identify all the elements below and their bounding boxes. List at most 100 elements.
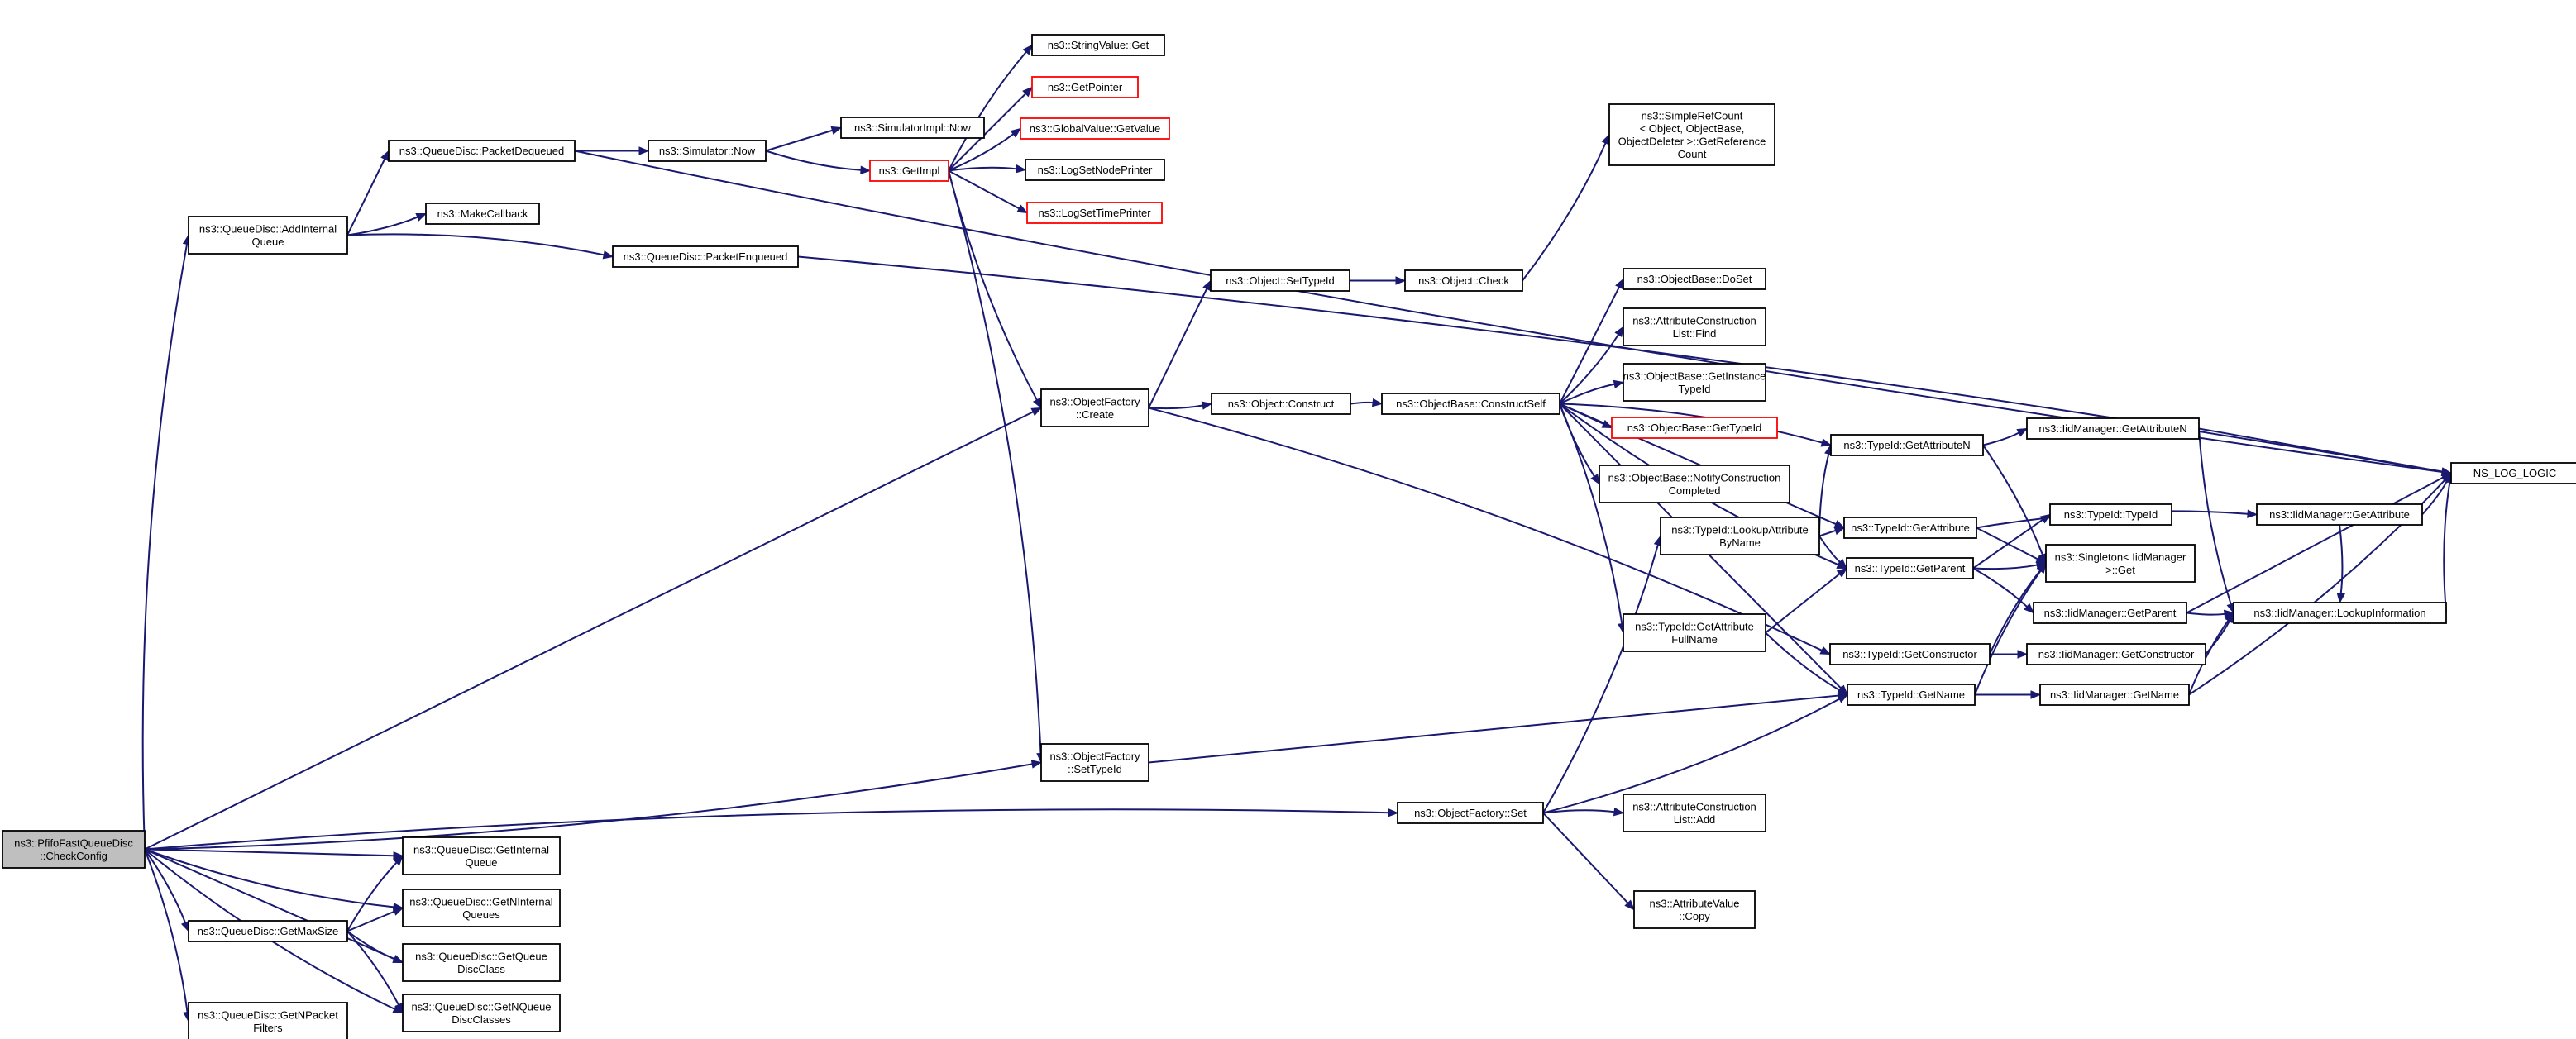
edge-addInternalQueue-to-packetEnqueued bbox=[346, 233, 614, 260]
node-stringValueGet[interactable]: ns3::StringValue::Get bbox=[1031, 34, 1165, 56]
node-typeIdGetAttribute[interactable]: ns3::TypeId::GetAttribute bbox=[1843, 517, 1977, 539]
node-label: ::Create bbox=[1076, 408, 1114, 421]
node-label: ns3::TypeId::LookupAttribute bbox=[1671, 523, 1809, 536]
node-box bbox=[425, 203, 540, 225]
node-iidGetConstructor[interactable]: ns3::IidManager::GetConstructor bbox=[2026, 643, 2206, 665]
node-objectFactorySet[interactable]: ns3::ObjectFactory::Set bbox=[1397, 802, 1544, 824]
node-logSetNodePrinter[interactable]: ns3::LogSetNodePrinter bbox=[1025, 159, 1165, 181]
node-label: ns3::IidManager::GetConstructor bbox=[2038, 648, 2195, 660]
node-box bbox=[1026, 202, 1163, 224]
node-box bbox=[388, 140, 576, 162]
node-label: ns3::Singleton< IidManager bbox=[2055, 550, 2186, 563]
node-box bbox=[1031, 76, 1139, 98]
node-root[interactable]: ns3::PfifoFastQueueDisc::CheckConfig bbox=[2, 830, 146, 869]
node-label: ns3::ObjectBase::ConstructSelf bbox=[1396, 398, 1546, 410]
node-iidGetAttribute[interactable]: ns3::IidManager::GetAttribute bbox=[2256, 503, 2423, 526]
node-box bbox=[2033, 602, 2187, 624]
node-label: TypeId bbox=[1678, 383, 1710, 395]
node-box bbox=[612, 245, 799, 268]
node-label: ns3::IidManager::LookupInformation bbox=[2253, 607, 2425, 619]
node-typeIdGetName[interactable]: ns3::TypeId::GetName bbox=[1847, 684, 1976, 706]
node-iidGetAttributeN[interactable]: ns3::IidManager::GetAttributeN bbox=[2026, 417, 2200, 440]
node-iidGetName[interactable]: ns3::IidManager::GetName bbox=[2039, 684, 2190, 706]
node-label: ns3::Simulator::Now bbox=[659, 145, 756, 157]
edge-root-to-objectFactoryCreate bbox=[144, 407, 1043, 851]
node-getPointer[interactable]: ns3::GetPointer bbox=[1031, 76, 1139, 98]
node-logSetTimePrinter[interactable]: ns3::LogSetTimePrinter bbox=[1026, 202, 1163, 224]
node-globalValueGetValue[interactable]: ns3::GlobalValue::GetValue bbox=[1020, 117, 1170, 140]
node-attributeValueCopy[interactable]: ns3::AttributeValue::Copy bbox=[1633, 890, 1756, 929]
node-typeIdGetParent[interactable]: ns3::TypeId::GetParent bbox=[1846, 557, 1974, 579]
edge-root-to-objectFactorySet bbox=[144, 808, 1399, 851]
node-box bbox=[1623, 268, 1766, 290]
edge-typeIdGetConstructor-to-iidGetConstructor bbox=[1990, 650, 2029, 659]
node-label: ns3::GlobalValue::GetValue bbox=[1030, 122, 1161, 135]
node-objectSetTypeId[interactable]: ns3::Object::SetTypeId bbox=[1210, 269, 1350, 292]
node-box bbox=[1040, 388, 1149, 427]
node-label: ns3::QueueDisc::GetQueue bbox=[415, 950, 547, 962]
node-objectBaseGetTypeId[interactable]: ns3::ObjectBase::GetTypeId bbox=[1611, 417, 1778, 439]
node-iidGetParent[interactable]: ns3::IidManager::GetParent bbox=[2033, 602, 2187, 624]
node-simulatorImplNow[interactable]: ns3::SimulatorImpl::Now bbox=[840, 117, 985, 139]
node-getImpl[interactable]: ns3::GetImpl bbox=[869, 160, 949, 182]
node-getMaxSize[interactable]: ns3::QueueDisc::GetMaxSize bbox=[188, 920, 348, 942]
node-typeIdGetConstructor[interactable]: ns3::TypeId::GetConstructor bbox=[1829, 643, 1991, 665]
node-box bbox=[1211, 393, 1351, 415]
node-objectConstruct[interactable]: ns3::Object::Construct bbox=[1211, 393, 1351, 415]
node-label: ns3::Object::Construct bbox=[1228, 398, 1335, 410]
node-box bbox=[1623, 307, 1766, 346]
edge-getImpl-to-objectFactorySetTypeId bbox=[948, 170, 1045, 764]
node-typeIdTypeId[interactable]: ns3::TypeId::TypeId bbox=[2049, 503, 2172, 526]
node-label: ns3::SimulatorImpl::Now bbox=[854, 122, 971, 134]
node-box bbox=[1623, 794, 1766, 832]
node-label: ::CheckConfig bbox=[40, 850, 108, 862]
node-box bbox=[2049, 503, 2172, 526]
node-notifyConstructionCompleted[interactable]: ns3::ObjectBase::NotifyConstructionCompl… bbox=[1599, 465, 1790, 503]
edge-typeIdGetAttributeN-to-iidGetAttributeN bbox=[1982, 427, 2029, 446]
node-label: ns3::ObjectBase::NotifyConstruction bbox=[1608, 471, 1781, 484]
edge-objectFactorySet-to-typeIdGetName bbox=[1542, 693, 1849, 814]
node-label: ns3::MakeCallback bbox=[437, 207, 528, 220]
edge-typeIdGetParent-to-iidGetParent bbox=[1972, 567, 2034, 614]
edge-getImpl-to-getPointer bbox=[948, 86, 1033, 172]
edge-getImpl-to-stringValueGet bbox=[948, 44, 1033, 171]
node-box bbox=[2039, 684, 2190, 706]
node-label: ObjectDeleter >::GetReference bbox=[1618, 135, 1766, 147]
node-simpleRefCount[interactable]: ns3::SimpleRefCount< Object, ObjectBase,… bbox=[1608, 103, 1775, 166]
node-objectFactoryCreate[interactable]: ns3::ObjectFactory::Create bbox=[1040, 388, 1149, 427]
node-nsLogLogic[interactable]: NS_LOG_LOGIC bbox=[2450, 462, 2576, 484]
node-typeIdGetAttributeN[interactable]: ns3::TypeId::GetAttributeN bbox=[1830, 434, 1984, 456]
node-simulatorNow[interactable]: ns3::Simulator::Now bbox=[648, 140, 767, 162]
node-objectCheck[interactable]: ns3::Object::Check bbox=[1404, 269, 1523, 292]
node-box bbox=[1040, 743, 1149, 782]
node-box bbox=[2, 830, 146, 869]
node-packetDequeued[interactable]: ns3::QueueDisc::PacketDequeued bbox=[388, 140, 576, 162]
node-constructSelf[interactable]: ns3::ObjectBase::ConstructSelf bbox=[1381, 393, 1560, 415]
node-makeCallback[interactable]: ns3::MakeCallback bbox=[425, 203, 540, 225]
node-box bbox=[1633, 890, 1756, 929]
node-box bbox=[1025, 159, 1165, 181]
node-packetEnqueued[interactable]: ns3::QueueDisc::PacketEnqueued bbox=[612, 245, 799, 268]
edge-typeIdGetAttributeN-to-singletonGet bbox=[1982, 444, 2047, 565]
edge-typeIdGetParent-to-singletonGet bbox=[1972, 560, 2048, 570]
edge-root-to-getInternalQueue bbox=[144, 848, 404, 860]
edge-lookupInformation-to-nsLogLogic bbox=[2443, 472, 2454, 613]
node-label: ns3::TypeId::GetAttribute bbox=[1851, 522, 1970, 534]
node-objectFactorySetTypeId[interactable]: ns3::ObjectFactory::SetTypeId bbox=[1040, 743, 1149, 782]
edge-iidGetName-to-lookupInformation bbox=[2188, 612, 2234, 695]
node-label: ns3::ObjectFactory bbox=[1049, 750, 1140, 762]
node-doSet[interactable]: ns3::ObjectBase::DoSet bbox=[1623, 268, 1766, 290]
node-singletonGet[interactable]: ns3::Singleton< IidManager>::Get bbox=[2045, 544, 2196, 583]
node-lookupInformation[interactable]: ns3::IidManager::LookupInformation bbox=[2233, 602, 2447, 624]
